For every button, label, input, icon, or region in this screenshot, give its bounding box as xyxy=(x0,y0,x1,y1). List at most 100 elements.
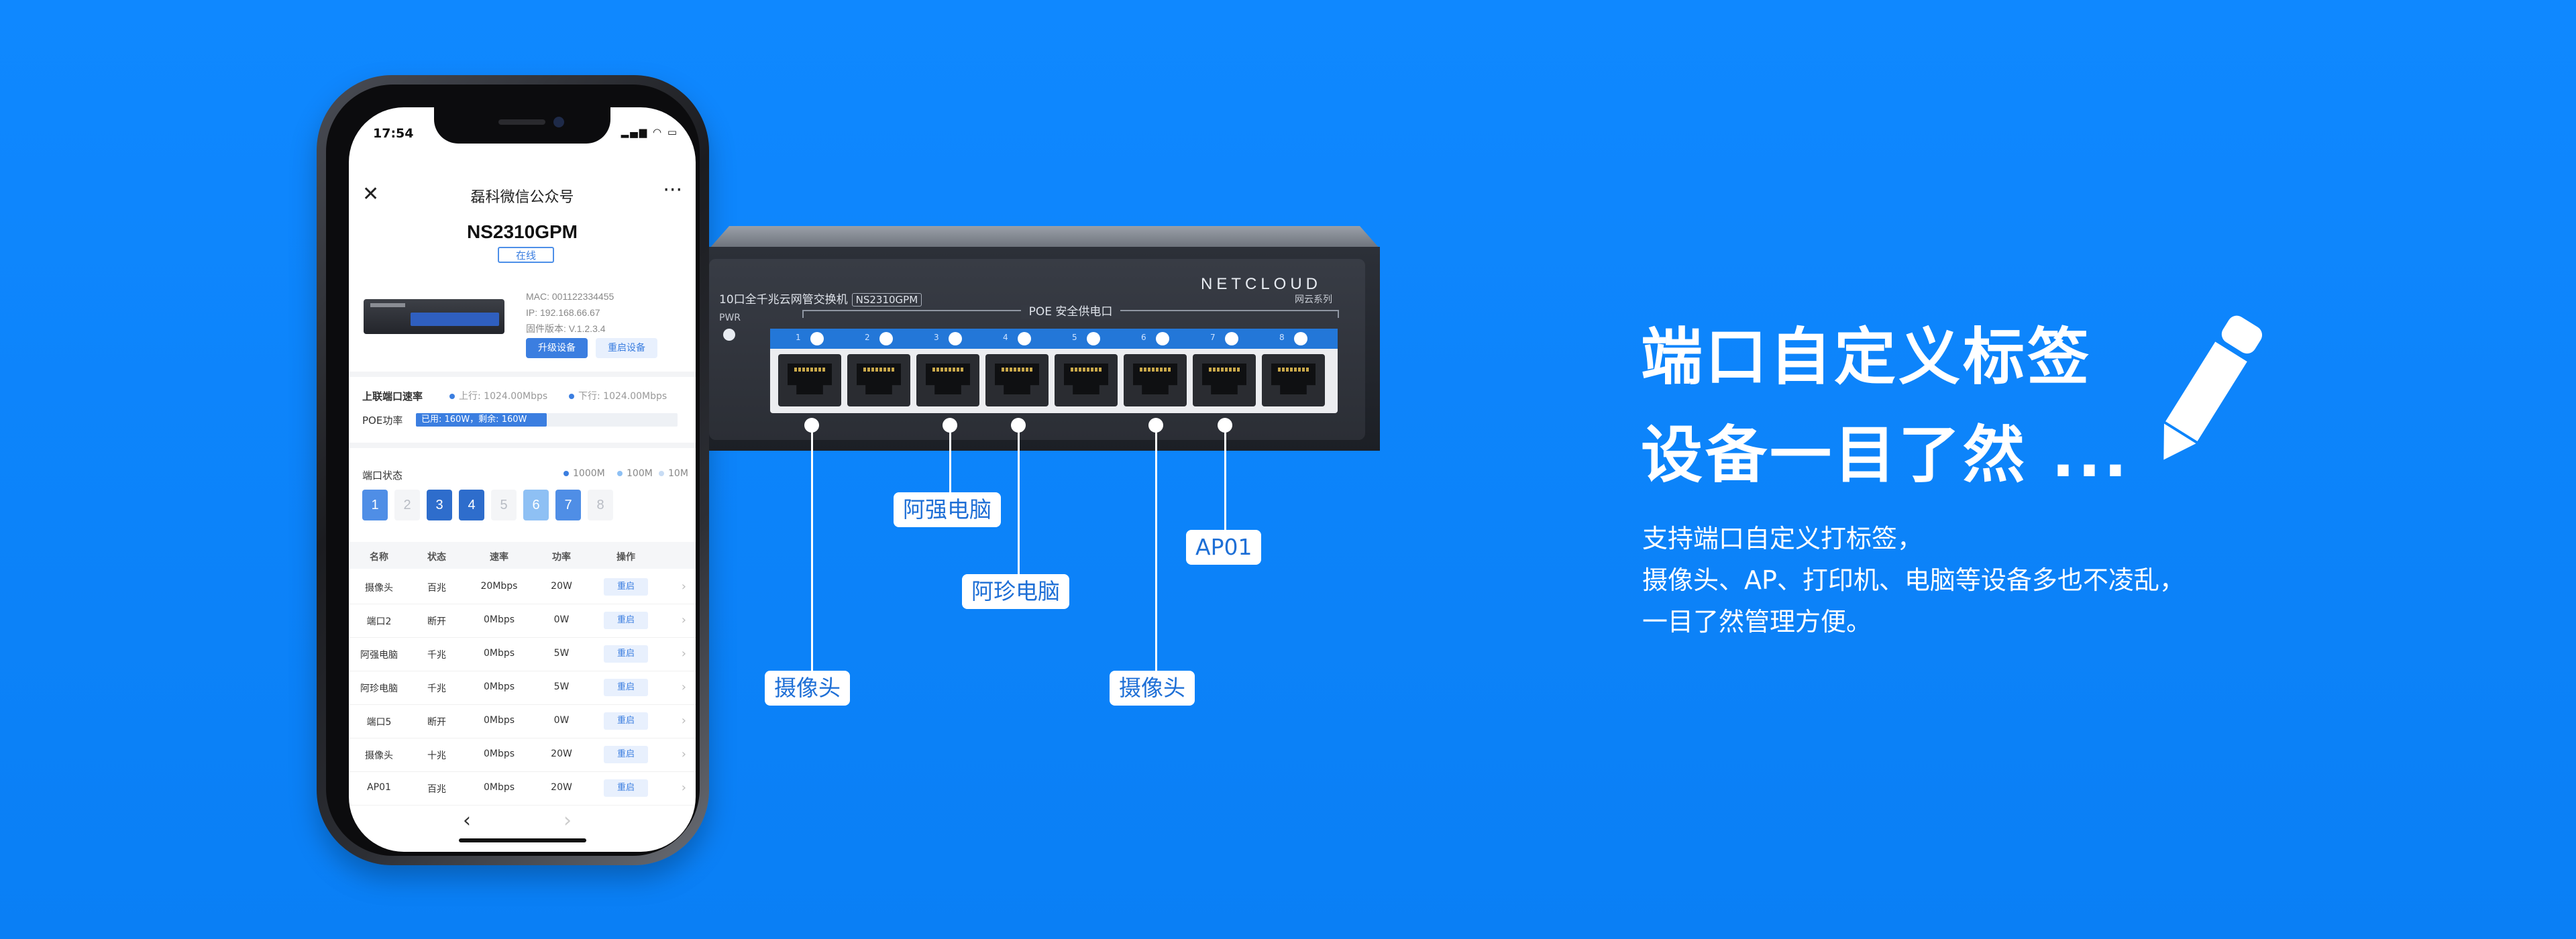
port-square[interactable]: 4 xyxy=(459,490,484,520)
table-cell: 摄像头 xyxy=(365,751,393,761)
led-icon xyxy=(1156,332,1169,345)
uplink-down-rate: 下行: 1024.00Mbps xyxy=(569,389,667,402)
switch-thumbnail-ports xyxy=(411,313,499,326)
table-cell: 阿强电脑 xyxy=(360,650,398,661)
uplink-down-text: 下行: 1024.00Mbps xyxy=(578,391,667,402)
table-cell: 5W xyxy=(553,681,570,692)
port-square[interactable]: 5 xyxy=(491,490,517,520)
table-cell: 千兆 xyxy=(427,650,446,661)
port-square[interactable]: 2 xyxy=(394,490,420,520)
port-led: 6 xyxy=(1122,329,1189,349)
forward-icon[interactable]: › xyxy=(564,809,572,832)
port-square[interactable]: 8 xyxy=(588,490,613,520)
port-square[interactable]: 6 xyxy=(523,490,549,520)
table-cell: 断开 xyxy=(427,616,446,627)
led-icon xyxy=(1225,332,1238,345)
rj45-pins xyxy=(794,368,825,372)
legend-text: 1000M xyxy=(573,468,605,479)
poe-caption: POE 安全供电口 xyxy=(802,302,1339,319)
table-cell: 断开 xyxy=(427,717,446,728)
port-led: 1 xyxy=(777,329,844,349)
rj45-pins xyxy=(1071,368,1102,372)
legend-dot-icon xyxy=(617,471,623,476)
port-led: 7 xyxy=(1191,329,1258,349)
table-cell: 摄像头 xyxy=(365,583,393,594)
legend-dot-icon xyxy=(659,471,664,476)
reboot-port-button[interactable]: 重启 xyxy=(604,712,648,730)
port-number: 1 xyxy=(796,333,801,342)
column-header: 操作 xyxy=(616,552,635,563)
rj45-port xyxy=(1055,354,1118,406)
port-square[interactable]: 3 xyxy=(427,490,452,520)
table-cell: 重启 xyxy=(589,779,663,797)
port-number: 6 xyxy=(1141,333,1146,342)
port-number: 3 xyxy=(934,333,939,342)
home-indicator xyxy=(459,838,586,842)
rj45-port xyxy=(1262,354,1325,406)
reboot-device-button[interactable]: 重启设备 xyxy=(596,338,657,358)
uplink-up-text: 上行: 1024.00Mbps xyxy=(459,391,548,402)
table-cell: 百兆 xyxy=(427,583,446,594)
port-square[interactable]: 1 xyxy=(362,490,388,520)
table-cell: 0Mbps xyxy=(483,614,515,625)
description-line-2: 摄像头、AP、打印机、电脑等设备多也不凌乱， xyxy=(1642,565,2185,595)
reboot-port-button[interactable]: 重启 xyxy=(604,779,648,797)
down-dot-icon xyxy=(569,394,574,399)
table-cell: 端口2 xyxy=(366,616,392,627)
led-icon xyxy=(949,332,962,345)
column-header: 状态 xyxy=(427,552,446,563)
callout-label-port7: AP01 xyxy=(1186,530,1262,565)
phone-notch xyxy=(434,107,610,144)
callout-line-port7 xyxy=(1224,425,1226,530)
power-led-icon xyxy=(723,329,735,341)
phone-bezel: 17:54 ▂▄▆ ◠ ▭ ✕ 磊科微信公众号 ··· NS2310GPM 在线… xyxy=(326,85,700,856)
section-divider xyxy=(349,372,696,377)
brand-subtitle: 网云系列 xyxy=(1295,294,1332,305)
more-icon[interactable]: ··· xyxy=(663,178,682,202)
speaker-grille xyxy=(498,119,545,125)
table-cell: 重启 xyxy=(589,645,663,663)
table-cell: 百兆 xyxy=(427,784,446,795)
rj45-port xyxy=(1124,354,1187,406)
reboot-port-button[interactable]: 重启 xyxy=(604,578,648,596)
port-led: 3 xyxy=(915,329,982,349)
table-cell: 重启 xyxy=(589,746,663,763)
reboot-port-button[interactable]: 重启 xyxy=(604,746,648,763)
table-cell: 0W xyxy=(553,715,570,726)
reboot-port-button[interactable]: 重启 xyxy=(604,612,648,629)
rj45-pins xyxy=(863,368,894,372)
callout-line-port3 xyxy=(949,425,951,492)
poe-power-bar: 已用: 160W，剩余: 160W xyxy=(416,413,678,427)
port-led: 8 xyxy=(1260,329,1328,349)
port-led: 2 xyxy=(846,329,913,349)
close-icon[interactable]: ✕ xyxy=(362,182,380,206)
front-camera xyxy=(553,117,564,127)
poe-power-fill: 已用: 160W，剩余: 160W xyxy=(416,413,547,427)
table-cell: 20W xyxy=(551,749,572,759)
back-icon[interactable]: ‹ xyxy=(463,809,471,832)
led-icon xyxy=(1294,332,1307,345)
port-led: 5 xyxy=(1053,329,1120,349)
reboot-port-button[interactable]: 重启 xyxy=(604,645,648,663)
table-cell: 20Mbps xyxy=(480,581,518,592)
table-cell: 端口5 xyxy=(366,717,392,728)
switch-thumbnail-label xyxy=(370,303,405,307)
callout-line-port4 xyxy=(1018,425,1020,574)
description-line-3: 一目了然管理方便。 xyxy=(1642,607,1872,637)
port-square[interactable]: 7 xyxy=(555,490,581,520)
chevron-right-icon: › xyxy=(681,613,686,627)
upgrade-device-button[interactable]: 升级设备 xyxy=(526,338,588,358)
firmware-version: 固件版本: V.1.2.3.4 xyxy=(526,323,606,334)
uplink-up-rate: 上行: 1024.00Mbps xyxy=(449,389,547,402)
reboot-port-button[interactable]: 重启 xyxy=(604,679,648,696)
legend-100m: 100M xyxy=(617,468,653,479)
led-icon xyxy=(1018,332,1031,345)
